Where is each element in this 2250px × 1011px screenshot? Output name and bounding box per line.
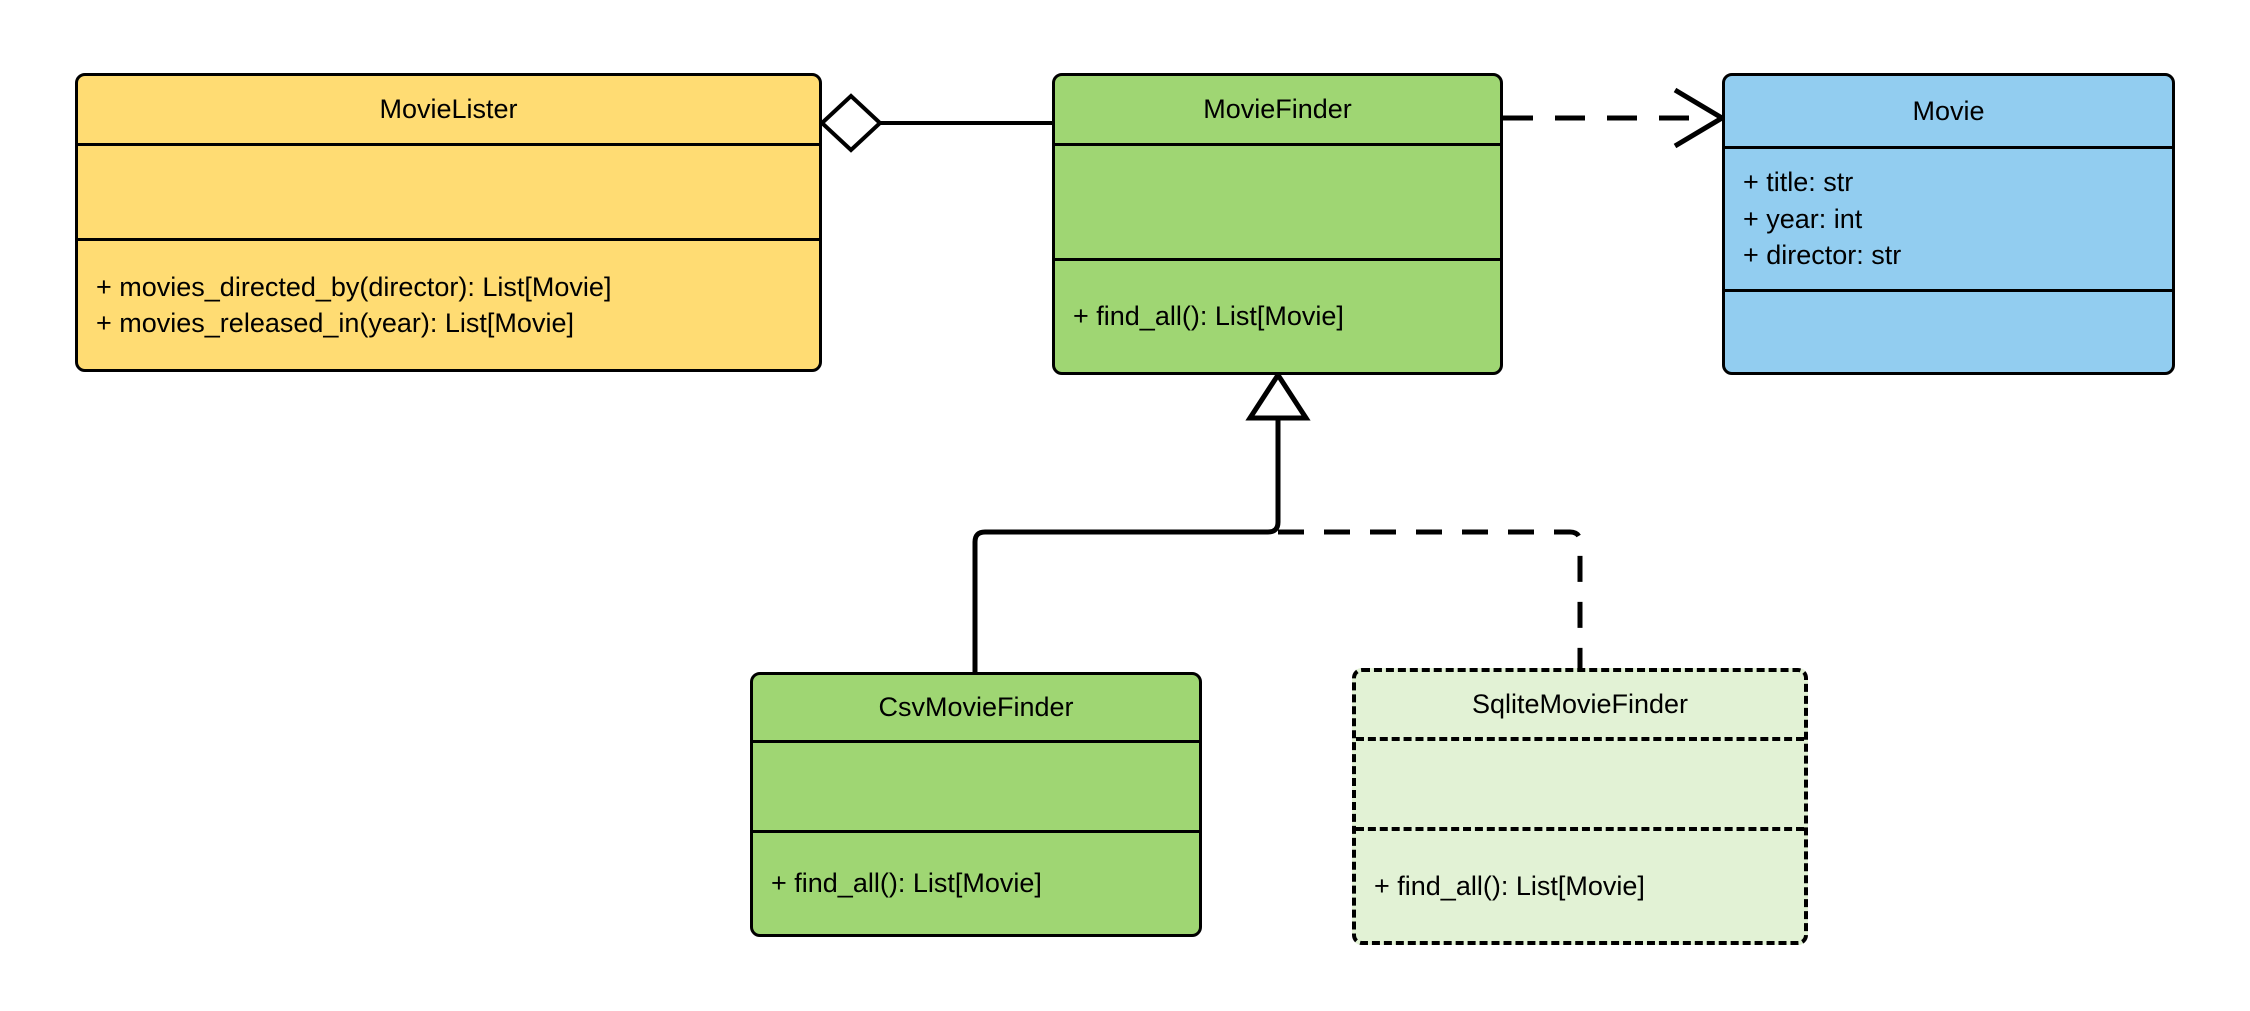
dependency-edge-finder-movie[interactable] (1503, 87, 1727, 149)
class-title-csv-movie-finder: CsvMovieFinder (878, 692, 1074, 723)
attributes-compartment-sqlite-movie-finder (1356, 737, 1804, 827)
method-item: + find_all(): List[Movie] (771, 868, 1042, 899)
hollow-diamond-icon (819, 93, 883, 153)
class-box-movie-finder[interactable]: MovieFinder + find_all(): List[Movie] (1052, 73, 1503, 375)
methods-compartment-movie (1725, 289, 2172, 372)
method-item: + find_all(): List[Movie] (1374, 870, 1645, 901)
aggregation-edge-lister-finder[interactable] (819, 93, 1052, 153)
class-title-movie-finder: MovieFinder (1203, 94, 1352, 125)
attribute-item: + director: str (1743, 240, 1902, 271)
methods-compartment-movie-lister: + movies_directed_by(director): List[Mov… (78, 238, 819, 369)
attributes-compartment-movie-finder (1055, 143, 1500, 258)
class-title-sqlite-movie-finder: SqliteMovieFinder (1471, 689, 1689, 720)
class-name-compartment-sqlite-movie-finder: SqliteMovieFinder (1356, 672, 1804, 737)
class-name-compartment-movie-lister: MovieLister (78, 76, 819, 143)
class-box-sqlite-movie-finder[interactable]: SqliteMovieFinder + find_all(): List[Mov… (1352, 668, 1808, 945)
open-arrow-icon (1673, 87, 1727, 149)
class-title-movie: Movie (1912, 95, 1985, 126)
class-name-compartment-csv-movie-finder: CsvMovieFinder (753, 675, 1199, 740)
attributes-compartment-movie: + title: str + year: int + director: str (1725, 146, 2172, 289)
methods-compartment-sqlite-movie-finder: + find_all(): List[Movie] (1356, 827, 1804, 941)
class-name-compartment-movie: Movie (1725, 76, 2172, 146)
generalization-line (972, 418, 1281, 672)
realization-edge-sqlite-finder[interactable] (1278, 529, 1583, 668)
methods-compartment-csv-movie-finder: + find_all(): List[Movie] (753, 830, 1199, 934)
attribute-item: + title: str (1743, 167, 1854, 198)
attributes-compartment-movie-lister (78, 143, 819, 238)
method-item: + find_all(): List[Movie] (1073, 301, 1344, 332)
class-box-movie-lister[interactable]: MovieLister + movies_directed_by(directo… (75, 73, 822, 372)
realization-line (1278, 529, 1583, 668)
generalization-edge-csv-finder[interactable] (972, 370, 1311, 672)
methods-compartment-movie-finder: + find_all(): List[Movie] (1055, 258, 1500, 372)
class-box-csv-movie-finder[interactable]: CsvMovieFinder + find_all(): List[Movie] (750, 672, 1202, 937)
class-name-compartment-movie-finder: MovieFinder (1055, 76, 1500, 143)
method-item: + movies_directed_by(director): List[Mov… (96, 271, 612, 302)
class-box-movie[interactable]: Movie + title: str + year: int + directo… (1722, 73, 2175, 375)
attributes-compartment-csv-movie-finder (753, 740, 1199, 830)
class-title-movie-lister: MovieLister (379, 94, 518, 125)
attribute-item: + year: int (1743, 203, 1863, 234)
method-item: + movies_released_in(year): List[Movie] (96, 308, 574, 338)
hollow-triangle-icon (1245, 370, 1311, 421)
